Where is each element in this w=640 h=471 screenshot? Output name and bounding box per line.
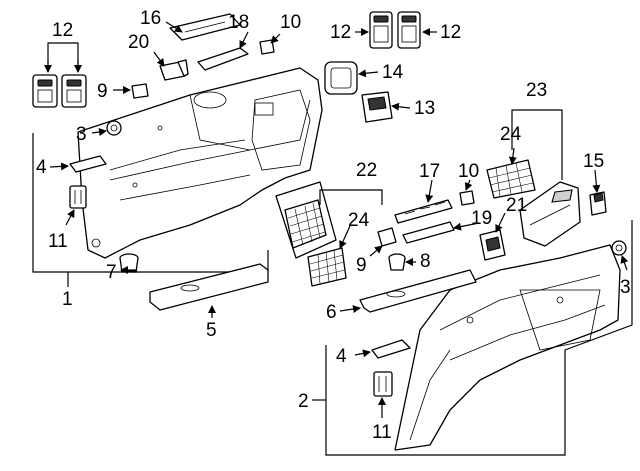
right-quarter-trim-panel xyxy=(394,244,621,451)
cup-7 xyxy=(119,253,139,273)
trim-strip xyxy=(197,47,249,71)
clip-15 xyxy=(589,191,607,216)
power-outlet-right-b xyxy=(397,11,421,49)
clip-9-lower xyxy=(377,227,397,247)
callout-15: 15 xyxy=(583,151,604,172)
bracket-20 xyxy=(159,59,189,81)
sill-plate-left xyxy=(149,263,269,311)
handle-left xyxy=(69,155,107,173)
callout-9-upper: 9 xyxy=(97,81,108,102)
callout-6: 6 xyxy=(326,302,337,323)
callout-24-upper: 24 xyxy=(500,124,522,145)
callout-24-lower: 24 xyxy=(348,210,370,231)
callout-17: 17 xyxy=(419,161,440,182)
callout-12-right-a: 12 xyxy=(330,22,351,43)
callout-22: 22 xyxy=(356,160,377,181)
assembly-1-frame xyxy=(32,133,269,273)
callout-18: 18 xyxy=(228,12,249,33)
callout-10-middle: 10 xyxy=(458,161,479,182)
callout-10-upper: 10 xyxy=(280,12,301,33)
callout-20: 20 xyxy=(128,32,149,53)
callout-12-left: 12 xyxy=(52,20,73,41)
outlet-left-bracket xyxy=(47,42,79,66)
callout-2: 2 xyxy=(298,391,309,412)
callout-11-right: 11 xyxy=(372,422,392,443)
callout-5: 5 xyxy=(206,320,217,341)
callout-3-right: 3 xyxy=(620,277,631,298)
callout-21: 21 xyxy=(506,195,527,216)
clip-9-upper xyxy=(131,83,149,99)
push-pin-left xyxy=(106,120,122,136)
power-outlet-left-b xyxy=(61,74,87,108)
callout-7: 7 xyxy=(106,262,117,283)
power-outlet-left-a xyxy=(32,74,58,108)
callout-1: 1 xyxy=(62,289,73,310)
assembly-2-frame xyxy=(325,220,633,456)
left-quarter-trim-panel xyxy=(77,67,323,259)
sill-plate-right xyxy=(359,269,477,313)
callout-12-right-b: 12 xyxy=(440,22,461,43)
callout-8: 8 xyxy=(420,251,431,272)
outlet-housing xyxy=(361,91,393,123)
side-panel-23 xyxy=(519,181,581,247)
cup-8 xyxy=(388,253,406,271)
callout-19: 19 xyxy=(471,208,492,229)
callout-13: 13 xyxy=(414,98,435,119)
callout-9-lower: 9 xyxy=(356,255,367,276)
small-cap-middle xyxy=(459,190,475,206)
callout-11-left: 11 xyxy=(48,231,68,252)
callout-16: 16 xyxy=(140,8,161,29)
callout-4-left: 4 xyxy=(36,157,47,178)
storage-bin-22 xyxy=(275,181,337,259)
vent-right xyxy=(373,371,393,397)
callout-4-right: 4 xyxy=(336,346,347,367)
switch-bezel xyxy=(169,13,241,41)
callout-14: 14 xyxy=(382,62,404,83)
push-pin-right xyxy=(611,240,627,256)
handle-right xyxy=(371,339,411,359)
vent-left xyxy=(69,185,87,209)
switch-panel xyxy=(394,199,453,224)
callout-3-left: 3 xyxy=(76,124,87,145)
trim-strip-19 xyxy=(402,221,455,244)
cargo-net-24-lower xyxy=(307,247,347,287)
bracket-21 xyxy=(479,229,506,261)
callout-23: 23 xyxy=(526,80,547,101)
power-outlet-right-a xyxy=(369,11,393,49)
lens-bezel xyxy=(324,61,358,95)
cargo-net-24-upper xyxy=(486,159,536,199)
